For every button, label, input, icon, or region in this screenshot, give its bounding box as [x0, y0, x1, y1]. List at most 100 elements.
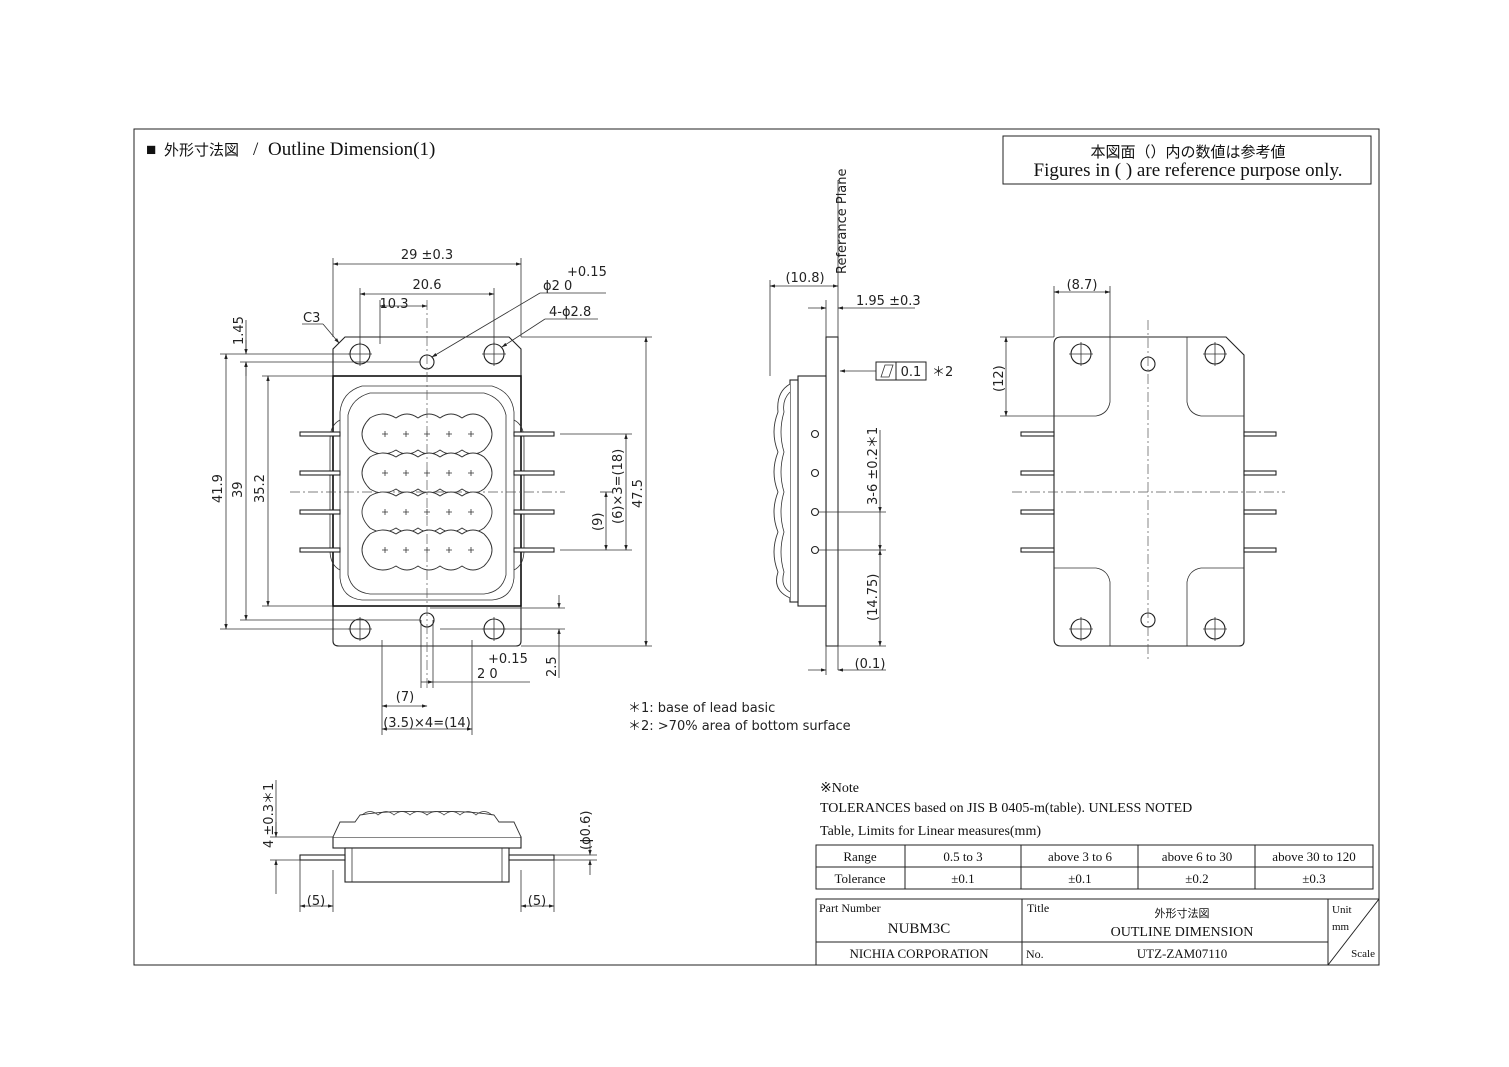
dim-slot-tolerance: +0.15	[488, 652, 528, 667]
side-view-base-plate	[825, 336, 839, 647]
emitter-mark	[468, 547, 474, 553]
dim-0-1: (0.1)	[855, 657, 886, 672]
footnote-1: ＊1: base of lead basic	[628, 701, 775, 716]
scale-label: Scale	[1351, 948, 1375, 960]
table-tolerance-cell: ±0.2	[1185, 871, 1208, 886]
lead-pin-left	[299, 470, 341, 476]
emitter-mark	[382, 547, 388, 553]
emitter-mark	[403, 431, 409, 437]
back-lead-pin-left	[1020, 431, 1055, 437]
dim-3-5x4: (3.5)×4=(14)	[383, 716, 471, 731]
side-view-lens-profile	[773, 383, 791, 599]
dim-hole-tolerance: +0.15	[567, 265, 607, 280]
table-tolerance-cell: ±0.1	[951, 871, 974, 886]
table-row-label-range: Range	[843, 849, 876, 864]
bottom-view-lens-profile	[332, 810, 522, 838]
unit-label: Unit	[1332, 904, 1352, 916]
dim-lead-diameter: (ϕ0.6)	[579, 811, 594, 850]
table-row-label-tolerance: Tolerance	[834, 871, 885, 886]
dim-hole-diameter: ϕ2 0	[543, 279, 572, 294]
emitter-mark	[446, 547, 452, 553]
back-view: (8.7) (12)	[992, 278, 1285, 660]
emitter-mark	[382, 470, 388, 476]
side-lead-pin	[810, 468, 820, 478]
dim-1-95: 1.95 ±0.3	[856, 294, 921, 309]
back-lead-pin-right	[1243, 509, 1277, 515]
emitter-mark	[403, 547, 409, 553]
dim-slot-width: 2 0	[477, 667, 498, 682]
emitter-mark	[468, 470, 474, 476]
dim-41-9: 41.9	[211, 474, 226, 503]
dim-lead-right-5: (5)	[528, 894, 546, 909]
side-view-lead-pins	[810, 429, 820, 555]
side-lead-pin	[810, 507, 820, 517]
flatness-value-box	[895, 361, 927, 381]
lead-pin-right	[513, 509, 555, 515]
emitter-mark	[403, 470, 409, 476]
title-value-jp: 外形寸法図	[1155, 906, 1210, 920]
top-view-inner-frame	[339, 385, 515, 601]
emitter-mark	[403, 509, 409, 515]
back-lead-pin-left	[1020, 547, 1055, 553]
company-name: NICHIA CORPORATION	[849, 946, 989, 961]
bottom-view-lead-right	[508, 854, 555, 861]
back-lead-pin-right	[1243, 470, 1277, 476]
bottom-view: 4 ±0.3＊1 (ϕ0.6) (5) (5)	[262, 780, 597, 912]
title-block: Part Number NUBM3C Title 外形寸法図 OUTLINE D…	[815, 898, 1380, 966]
doc-no-label: No.	[1026, 947, 1044, 961]
reference-plane-label: Referance Plane	[835, 168, 850, 274]
reference-note-box	[1002, 135, 1372, 185]
tolerance-table: Range Tolerance 0.5 to 3 above 3 to 6 ab…	[815, 844, 1374, 890]
dim-8-7: (8.7)	[1067, 278, 1098, 293]
bottom-view-body	[344, 847, 510, 883]
emitter-mark	[468, 509, 474, 515]
part-number-label: Part Number	[819, 901, 881, 915]
dim-39: 39	[231, 481, 246, 498]
footnote-2: ＊2: >70% area of bottom surface	[628, 719, 851, 734]
bottom-view-lead-left	[299, 854, 346, 861]
lead-pin-left	[299, 509, 341, 515]
dim-10-8: (10.8)	[785, 271, 824, 286]
back-view-leads	[1020, 431, 1277, 553]
side-lead-pin	[810, 429, 820, 439]
part-number-value: NUBM3C	[888, 921, 951, 937]
dim-35-2: 35.2	[253, 474, 268, 503]
reference-note-jp: 本図面（）内の数値は参考値	[1090, 144, 1285, 161]
dim-four-holes: 4-ϕ2.8	[549, 305, 591, 320]
sheet-frame	[133, 128, 1380, 966]
top-view-inner-frame-2	[347, 392, 507, 595]
dim-7: (7)	[396, 690, 414, 705]
bottom-view-base-plate	[332, 836, 522, 849]
emitter-mark	[468, 431, 474, 437]
dim-9: (9)	[591, 513, 606, 531]
dim-pitch-6x3: (6)×3=(18)	[611, 449, 626, 524]
back-view-pad-tl	[1054, 337, 1111, 417]
top-view-lens-array	[361, 413, 493, 571]
top-view-side-bump-right	[513, 419, 525, 571]
bottom-view-lens-bumps	[361, 811, 493, 816]
lead-pin-left	[299, 547, 341, 553]
table-range-cell: above 3 to 6	[1048, 849, 1112, 864]
side-view-cap	[789, 379, 799, 603]
back-view-base-plate	[1053, 336, 1245, 647]
side-view: 0.1 ＊2 Referance Plane (10.8) 1.95 ±0.3 …	[769, 168, 953, 675]
top-view-leads	[299, 431, 555, 553]
note-heading: ※Note	[820, 781, 859, 796]
table-range-cell: 0.5 to 3	[943, 849, 982, 864]
dim-chamfer-c3: C3	[303, 311, 320, 326]
lead-pin-left	[299, 431, 341, 437]
emitter-mark	[446, 509, 452, 515]
dim-lead-pitch: 3-6 ±0.2＊1	[866, 427, 881, 505]
flatness-icon	[880, 364, 894, 378]
header-title-sep: /	[253, 139, 259, 160]
back-lead-pin-left	[1020, 509, 1055, 515]
emitter-mark	[382, 509, 388, 515]
dim-width-29: 29 ±0.3	[401, 248, 453, 263]
side-lead-pin	[810, 545, 820, 555]
lead-pin-right	[513, 470, 555, 476]
doc-no-value: UTZ-ZAM07110	[1137, 946, 1228, 961]
flatness-value: 0.1	[901, 365, 922, 380]
table-tolerance-cell: ±0.1	[1068, 871, 1091, 886]
emitter-mark	[382, 431, 388, 437]
